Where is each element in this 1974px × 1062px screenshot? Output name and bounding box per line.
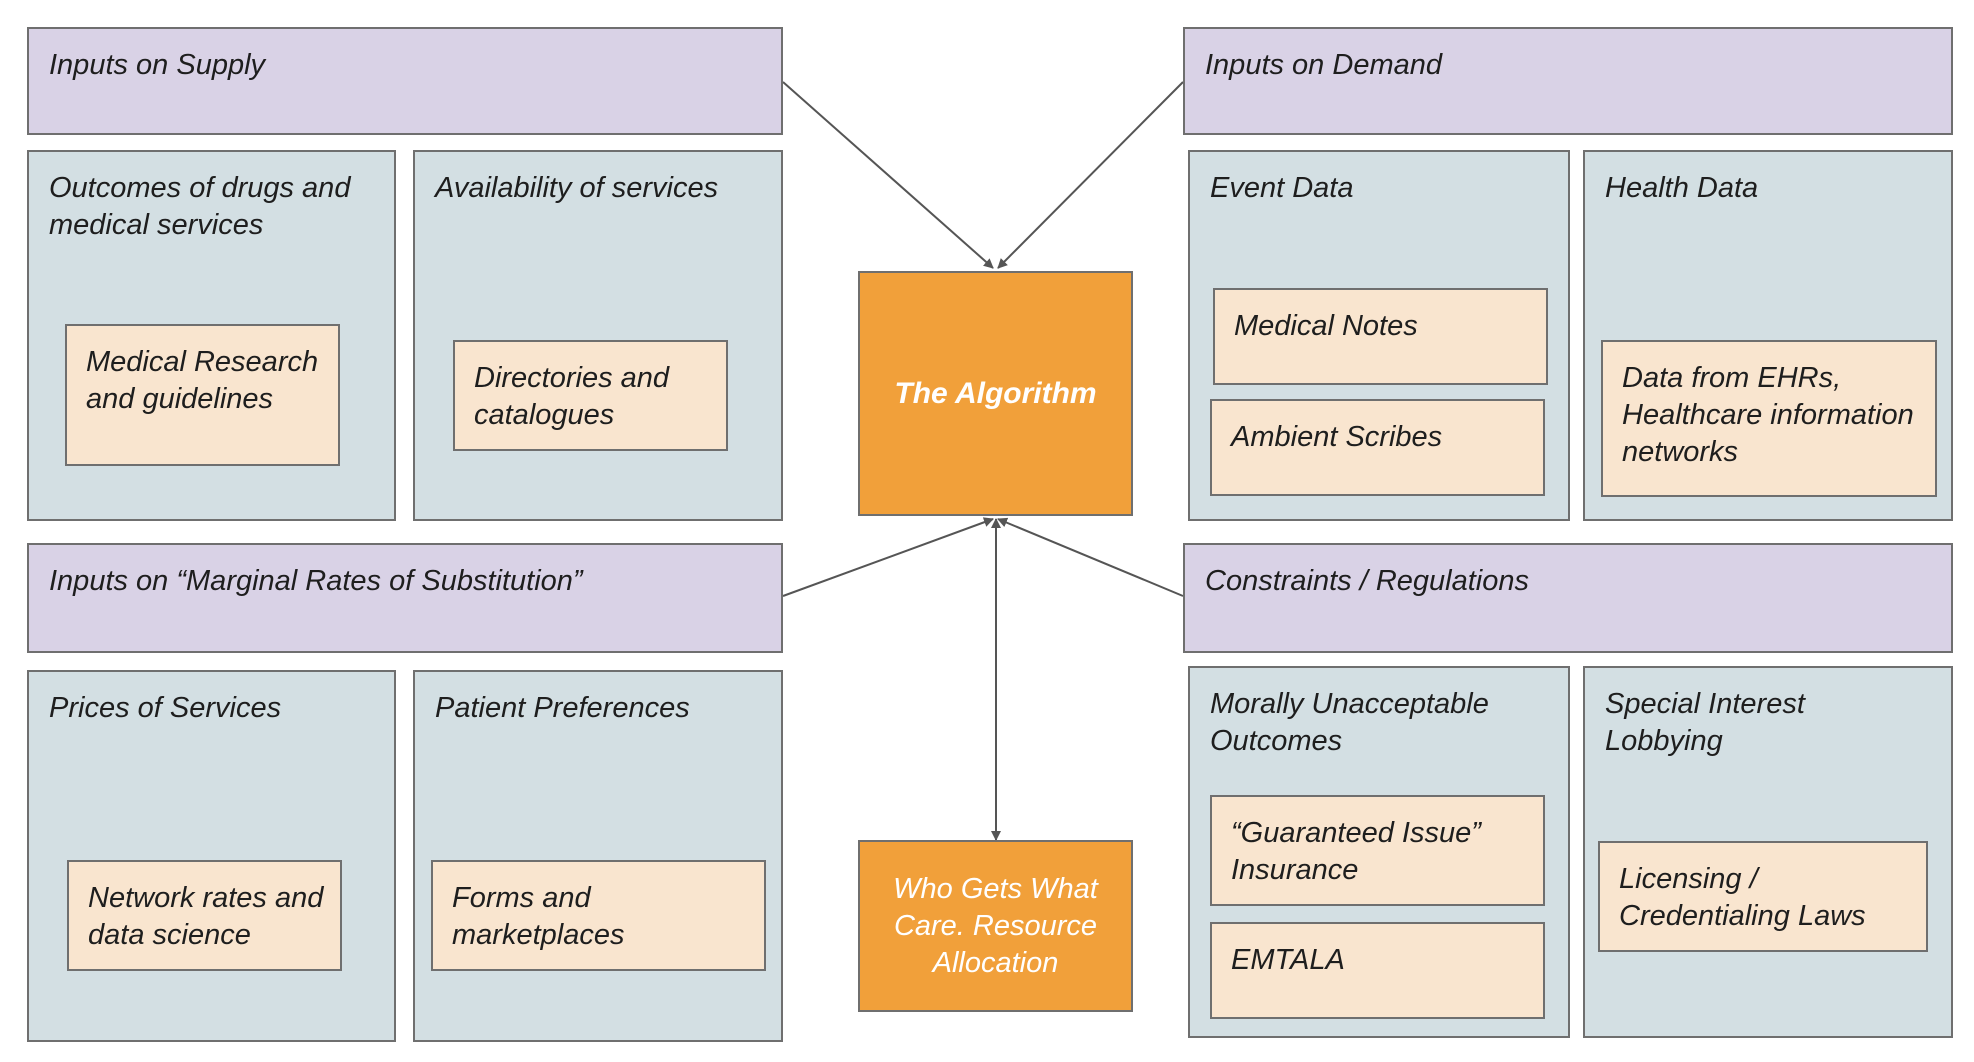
arrow-constraints-to-algorithm: [997, 517, 1184, 597]
mrs-prices-item: Network rates and data science: [67, 860, 342, 971]
mrs-prices-title: Prices of Services: [49, 692, 282, 724]
supply-outcomes-title: Outcomes of drugs and medical services: [49, 172, 351, 241]
constraints-lobbying-panel: Special Interest Lobbying Licensing / Cr…: [1583, 666, 1953, 1038]
demand-event-panel: Event Data Medical Notes Ambient Scribes: [1188, 150, 1570, 521]
constraints-moral-item-2: EMTALA: [1210, 922, 1545, 1019]
constraints-header: Constraints / Regulations: [1183, 543, 1953, 653]
demand-health-panel: Health Data Data from EHRs, Healthcare i…: [1583, 150, 1953, 521]
supply-availability-panel: Availability of services Directories and…: [413, 150, 783, 521]
supply-outcomes-item: Medical Research and guidelines: [65, 324, 340, 466]
constraints-lobbying-item: Licensing / Credentialing Laws: [1598, 841, 1928, 952]
demand-header: Inputs on Demand: [1183, 27, 1953, 135]
supply-availability-item: Directories and catalogues: [453, 340, 728, 451]
allocation-label: Who Gets What Care. Resource Allocation: [893, 872, 1098, 979]
demand-health-item-label: Data from EHRs, Healthcare information n…: [1622, 362, 1914, 468]
demand-health-item: Data from EHRs, Healthcare information n…: [1601, 340, 1937, 497]
demand-header-label: Inputs on Demand: [1205, 49, 1442, 81]
arrow-mrs-to-algorithm: [782, 517, 994, 597]
constraints-lobbying-item-label: Licensing / Credentialing Laws: [1619, 863, 1866, 932]
mrs-preferences-panel: Patient Preferences Forms and marketplac…: [413, 670, 783, 1042]
constraints-moral-item-2-label: EMTALA: [1231, 944, 1345, 976]
mrs-preferences-title: Patient Preferences: [435, 692, 690, 724]
demand-health-title: Health Data: [1605, 172, 1759, 204]
demand-event-item-2: Ambient Scribes: [1210, 399, 1545, 496]
allocation-box: Who Gets What Care. Resource Allocation: [858, 840, 1133, 1012]
supply-outcomes-item-label: Medical Research and guidelines: [86, 346, 319, 415]
demand-event-item-1-label: Medical Notes: [1234, 310, 1418, 342]
constraints-moral-item-1: “Guaranteed Issue” Insurance: [1210, 795, 1545, 906]
constraints-moral-title: Morally Unacceptable Outcomes: [1210, 688, 1489, 757]
supply-availability-item-label: Directories and catalogues: [474, 362, 670, 431]
mrs-prices-panel: Prices of Services Network rates and dat…: [27, 670, 396, 1042]
demand-event-item-1: Medical Notes: [1213, 288, 1548, 385]
constraints-lobbying-title: Special Interest Lobbying: [1605, 688, 1805, 757]
supply-header: Inputs on Supply: [27, 27, 783, 135]
constraints-header-label: Constraints / Regulations: [1205, 565, 1529, 597]
supply-outcomes-panel: Outcomes of drugs and medical services M…: [27, 150, 396, 521]
mrs-prices-item-label: Network rates and data science: [88, 882, 324, 951]
mrs-header-label: Inputs on “Marginal Rates of Substitutio…: [49, 565, 583, 597]
demand-event-title: Event Data: [1210, 172, 1354, 204]
supply-availability-title: Availability of services: [435, 172, 719, 204]
mrs-header: Inputs on “Marginal Rates of Substitutio…: [27, 543, 783, 653]
mrs-preferences-item: Forms and marketplaces: [431, 860, 766, 971]
supply-header-label: Inputs on Supply: [49, 49, 266, 81]
demand-event-item-2-label: Ambient Scribes: [1231, 421, 1443, 453]
algorithm-box: The Algorithm: [858, 271, 1133, 516]
arrow-supply-to-algorithm: [782, 81, 994, 269]
constraints-moral-item-1-label: “Guaranteed Issue” Insurance: [1231, 817, 1481, 886]
algorithm-label: The Algorithm: [894, 376, 1097, 410]
arrow-demand-to-algorithm: [997, 81, 1184, 269]
constraints-moral-panel: Morally Unacceptable Outcomes “Guarantee…: [1188, 666, 1570, 1038]
mrs-preferences-item-label: Forms and marketplaces: [452, 882, 625, 951]
